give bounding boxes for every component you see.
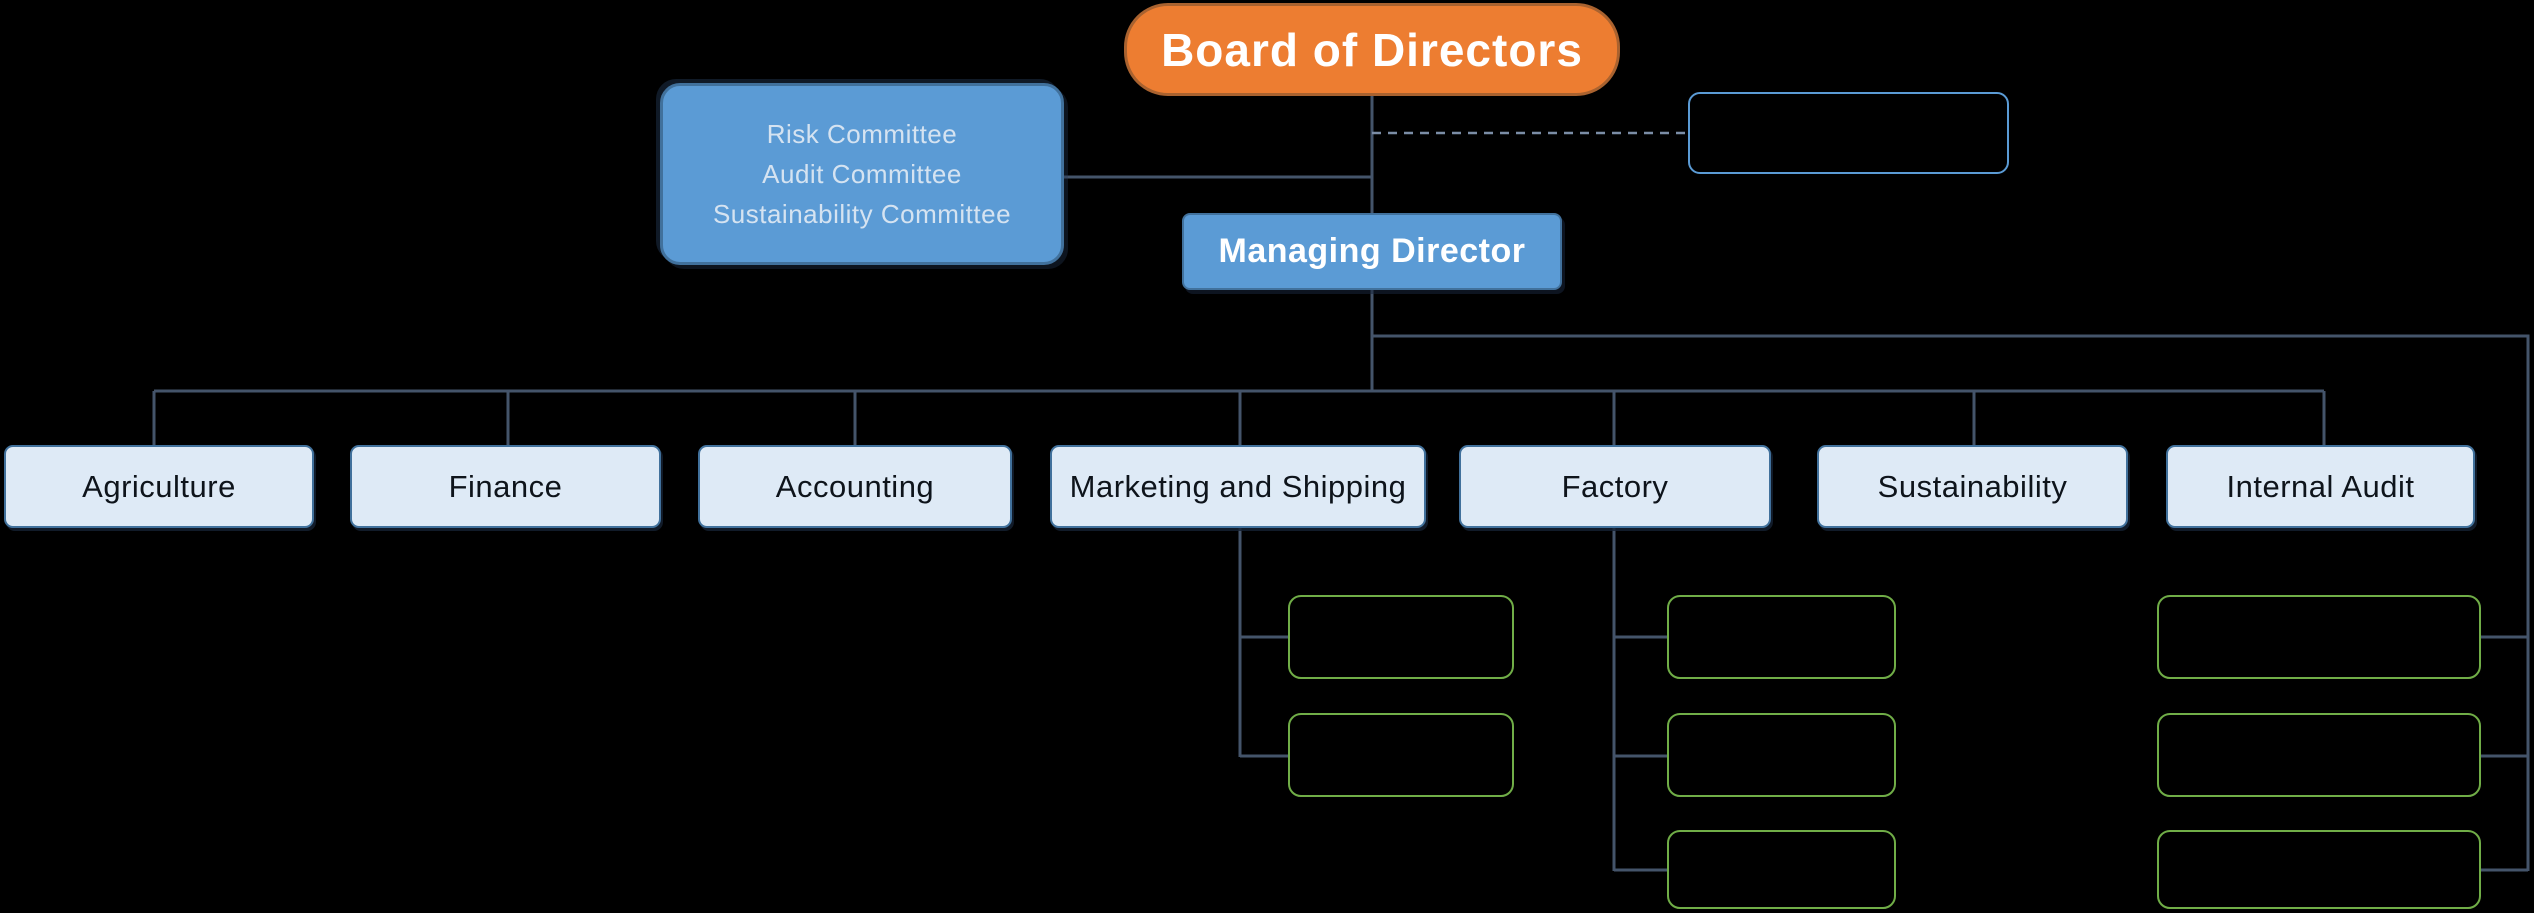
node-dept-internal-audit[interactable]: Internal Audit <box>2166 445 2475 528</box>
node-managing-director[interactable]: Managing Director <box>1182 213 1562 290</box>
node-dept-factory[interactable]: Factory <box>1459 445 1771 528</box>
committee-line-risk: Risk Committee <box>766 118 958 149</box>
committee-line-audit: Audit Committee <box>762 158 962 189</box>
node-dept-marketing-and-shipping[interactable]: Marketing and Shipping <box>1050 445 1426 528</box>
node-board-of-directors[interactable]: Board of Directors <box>1124 3 1620 96</box>
node-advisor-empty[interactable] <box>1688 92 2009 174</box>
node-dept-accounting[interactable]: Accounting <box>698 445 1012 528</box>
node-factory-sub-1[interactable] <box>1667 595 1896 679</box>
connector-right-branch <box>1372 334 2530 871</box>
node-dept-sustainability[interactable]: Sustainability <box>1817 445 2128 528</box>
node-dept-finance[interactable]: Finance <box>350 445 661 528</box>
node-internal-audit-sub-2[interactable] <box>2157 713 2481 797</box>
node-marketing-sub-2[interactable] <box>1288 713 1514 797</box>
node-factory-sub-3[interactable] <box>1667 830 1896 909</box>
node-internal-audit-sub-1[interactable] <box>2157 595 2481 679</box>
node-committees[interactable]: Risk Committee Audit Committee Sustainab… <box>660 83 1064 265</box>
node-internal-audit-sub-3[interactable] <box>2157 830 2481 909</box>
node-factory-sub-2[interactable] <box>1667 713 1896 797</box>
node-dept-agriculture[interactable]: Agriculture <box>4 445 314 528</box>
node-marketing-sub-1[interactable] <box>1288 595 1514 679</box>
committee-line-sustainability: Sustainability Committee <box>712 198 1012 229</box>
